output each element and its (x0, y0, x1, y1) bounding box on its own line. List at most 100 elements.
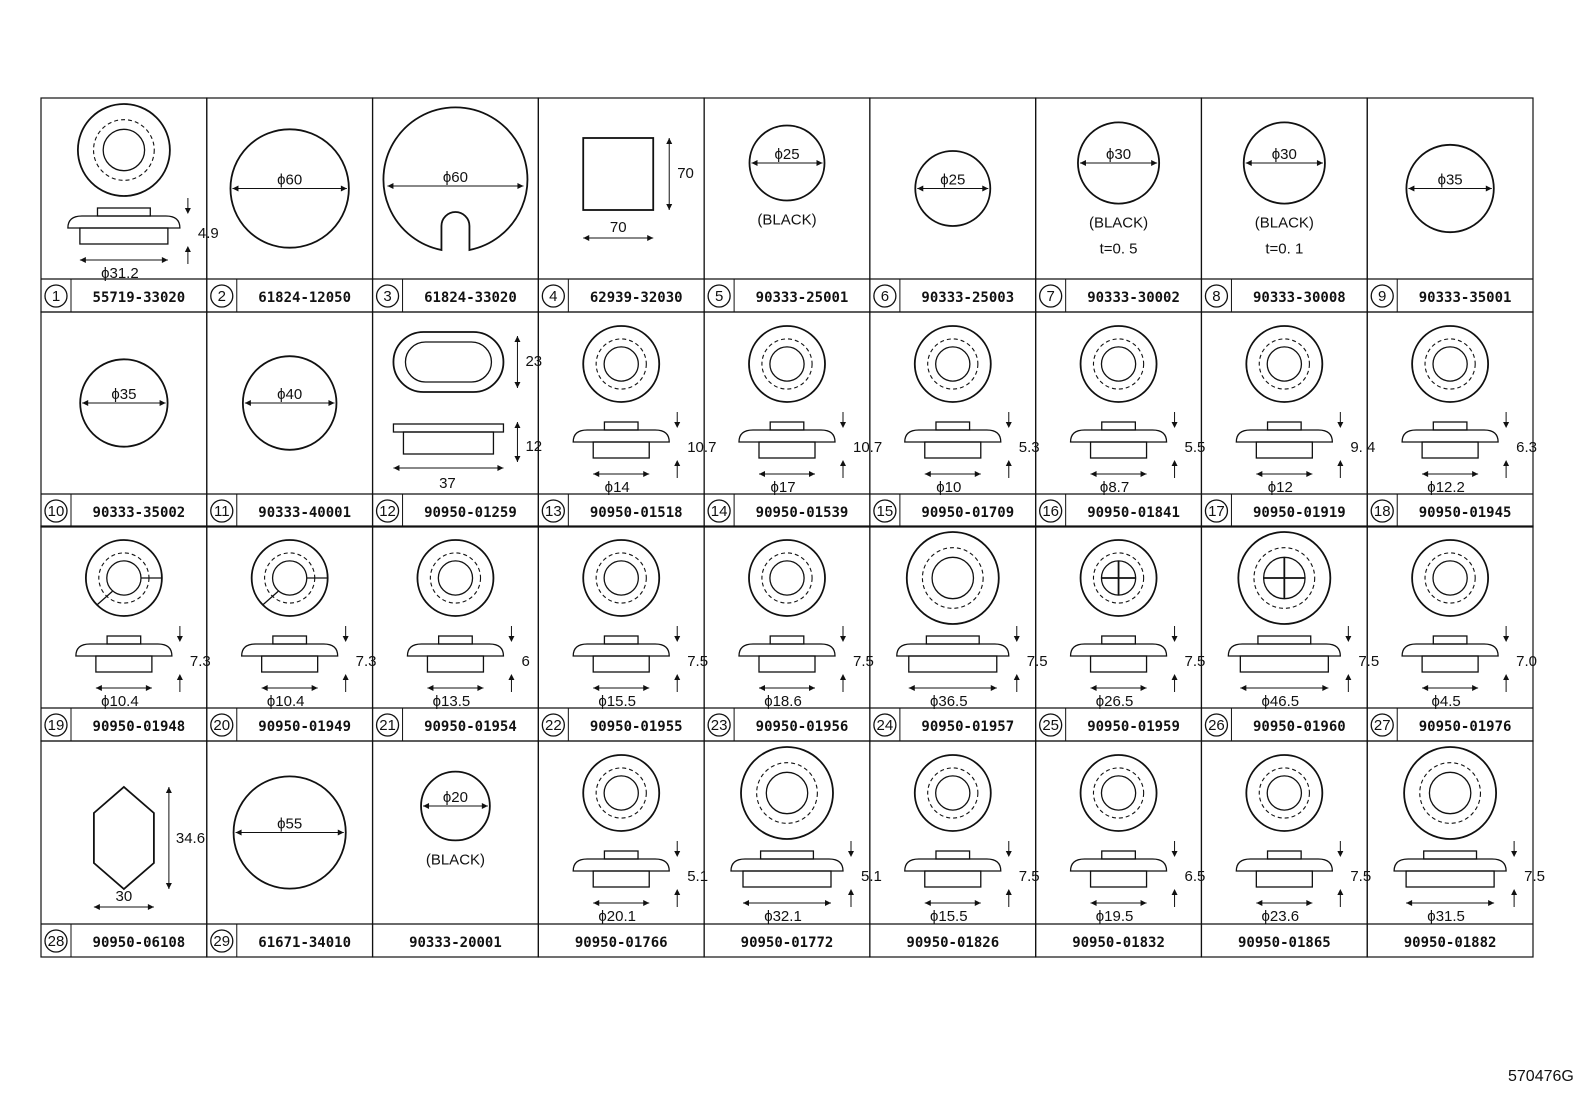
arrow-head (497, 465, 504, 471)
arrow-head (1485, 185, 1492, 192)
grommet-body (924, 870, 982, 888)
grommet-flange (1393, 858, 1507, 872)
arrow-head (79, 257, 86, 263)
callout-number: 11 (214, 503, 230, 520)
grommet-top-outer (905, 531, 1000, 625)
arrow-head (1422, 471, 1429, 477)
arrow-head (840, 422, 846, 428)
part-number: 90950-06108 (93, 935, 186, 951)
arrow-head (1140, 471, 1147, 477)
arrow-head (342, 636, 349, 642)
grommet-top-outer (582, 754, 661, 832)
callout-number: 27 (1374, 717, 1391, 734)
arrow-head (990, 685, 997, 691)
dimension-label: ϕ30 (1106, 146, 1131, 163)
grommet-top-dashed (761, 338, 813, 390)
arrow-head (1005, 889, 1012, 895)
arrow-head (184, 208, 191, 214)
diameter-dimension: ϕ15.5 (930, 908, 968, 925)
arrow-head (337, 829, 344, 836)
grommet-top-inner (769, 346, 805, 382)
callout-number: 12 (379, 503, 396, 520)
height-dimension: 7.5 (1524, 868, 1545, 885)
arrow-head (1013, 636, 1020, 642)
arrow-head (1503, 422, 1510, 428)
part-number: 62939-32030 (590, 290, 683, 306)
grommet-flange (1069, 643, 1168, 657)
grommet-flange (1069, 429, 1168, 443)
dimension-label: ϕ25 (940, 172, 965, 189)
grommet-cap (1257, 635, 1312, 645)
part-number: 90333-30008 (1253, 290, 1346, 306)
arrow-head (974, 471, 981, 477)
height-dimension: 7.5 (687, 653, 708, 670)
grommet-body (592, 870, 650, 888)
part-number: 61824-33020 (424, 290, 517, 306)
cell-border (869, 97, 1037, 313)
height-dimension: 7.5 (1185, 653, 1206, 670)
arrow-head (1511, 851, 1518, 857)
part-number: 90950-01772 (741, 935, 834, 951)
grommet-top-outer (1079, 754, 1158, 832)
arrow-head (1005, 851, 1012, 857)
grommet-flange (75, 643, 173, 657)
part-note: (BLACK) (1089, 215, 1148, 232)
grommet-top-inner (1100, 346, 1137, 382)
diameter-dimension: ϕ17 (770, 479, 795, 496)
oval-inner (404, 341, 493, 383)
height-dimension: 7.0 (1516, 653, 1537, 670)
callout-number: 13 (545, 503, 562, 520)
grommet-top-outer (1237, 531, 1332, 625)
grommet-top-outer (250, 539, 329, 617)
diameter-dimension: ϕ26.5 (1096, 693, 1134, 710)
grommet-body (1089, 870, 1148, 888)
arrow-head (1090, 685, 1097, 691)
grommet-top-inner (603, 775, 639, 811)
callout-circle (210, 713, 234, 737)
grommet-top-inner (603, 346, 639, 382)
arrow-head (387, 183, 394, 189)
arrow-head (514, 382, 521, 388)
arrow-head (1256, 471, 1263, 477)
part-number: 90950-01919 (1253, 505, 1346, 521)
callout-number: 4 (549, 288, 557, 305)
arrow-head (82, 400, 89, 406)
arrow-head (514, 456, 521, 462)
arrow-head (1503, 674, 1510, 680)
arrow-head (1256, 900, 1263, 906)
arrow-head (674, 851, 681, 857)
arrow-head (145, 685, 152, 691)
part-number: 90950-01945 (1419, 505, 1512, 521)
height-dimension: 10.7 (853, 439, 882, 456)
grommet-flange (1401, 643, 1499, 657)
grommet-body (758, 655, 816, 673)
arrow-head (165, 883, 172, 889)
grommet-top-dashed (595, 552, 647, 604)
arrow-head (393, 465, 400, 471)
callout-circle (873, 713, 897, 737)
arrow-head (816, 160, 823, 166)
part-note: t=0. 5 (1100, 241, 1138, 258)
diameter-dimension: ϕ31.5 (1427, 908, 1465, 925)
arrow-head (1345, 636, 1352, 642)
oval-body (402, 431, 495, 455)
arrow-head (93, 904, 100, 910)
grommet-flange (67, 215, 181, 229)
grommet-body (1421, 441, 1479, 459)
height-dimension: 4.9 (198, 225, 219, 242)
grommet-flange (572, 429, 670, 443)
arrow-head (809, 471, 815, 477)
disc-outline (1077, 121, 1161, 205)
height-dimension: 7.3 (190, 653, 211, 670)
height-dimension: 5.1 (861, 868, 882, 885)
arrow-head (1171, 422, 1178, 428)
callout-number: 3 (383, 288, 391, 305)
diameter-dimension: ϕ10 (936, 479, 961, 496)
disc-outline (1405, 143, 1495, 234)
